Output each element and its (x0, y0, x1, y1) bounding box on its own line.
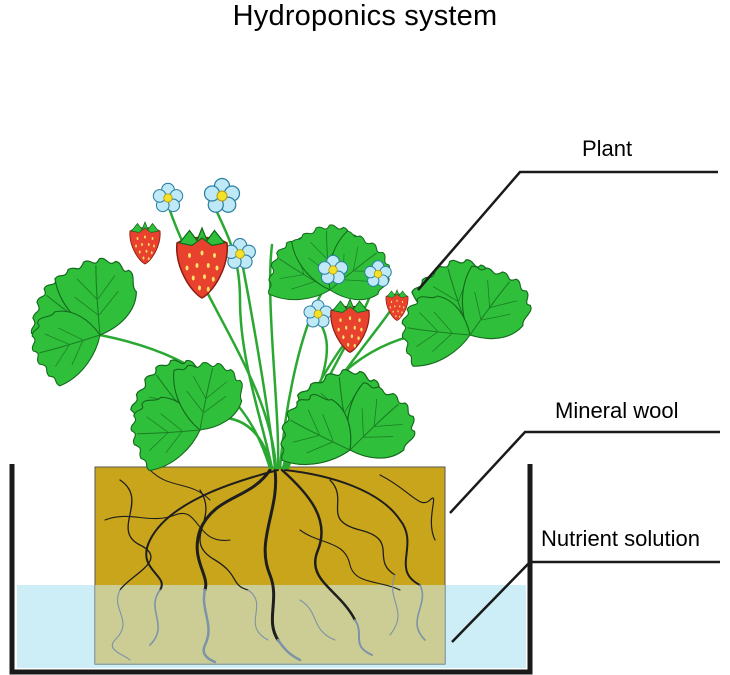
container (9, 464, 533, 675)
strawberry-1 (129, 221, 161, 265)
flower-1 (152, 182, 184, 213)
diagram-title: Hydroponics system (232, 0, 498, 32)
leader-line-nutrient-solution (451, 560, 720, 643)
leaf-lower-left (119, 345, 248, 473)
roots (104, 468, 436, 642)
leader-lines (417, 170, 720, 643)
strawberry-3 (330, 298, 370, 353)
leaf-right (397, 249, 544, 372)
leader-line-plant (417, 170, 718, 291)
label-nutrient-solution: Nutrient solution (541, 526, 700, 551)
flower-2 (203, 177, 241, 213)
mineral-wool-submerged (95, 585, 445, 664)
leaf-left (18, 254, 141, 391)
strawberry-2 (176, 227, 228, 299)
leader-line-mineral-wool (449, 430, 720, 514)
flower-6 (303, 299, 333, 328)
label-mineral-wool: Mineral wool (555, 398, 679, 423)
strawberry-4 (385, 289, 409, 321)
label-plant: Plant (582, 136, 633, 161)
submerged-roots (111, 574, 426, 664)
